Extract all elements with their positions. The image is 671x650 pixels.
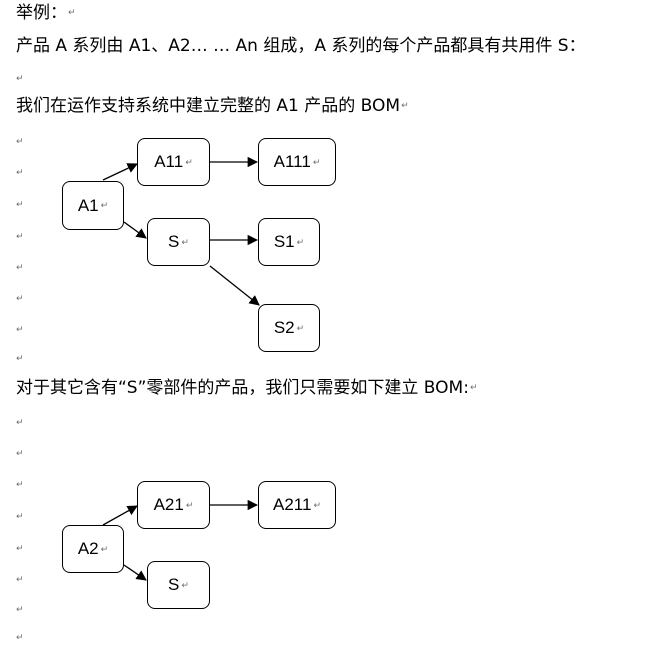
bom-a1-description: 我们在运作支持系统中建立完整的 A1 产品的 BOM↵	[16, 96, 409, 116]
paragraph-mark-icon: ↵	[16, 74, 24, 84]
paragraph-mark-icon: ↵	[16, 325, 24, 335]
arrow-a2-to-a21	[102, 505, 138, 526]
node-a11: A11↵	[137, 138, 210, 186]
product-series-description: 产品 A 系列由 A1、A2… … An 组成，A 系列的每个产品都具有共用件 …	[16, 36, 586, 56]
node-a211: A211↵	[258, 481, 336, 529]
paragraph-mark-icon: ↵	[100, 543, 109, 554]
paragraph-mark-icon: ↵	[16, 137, 24, 147]
paragraph-mark-icon: ↵	[16, 575, 24, 585]
paragraph-mark-icon: ↵	[185, 499, 194, 510]
paragraph-mark-icon: ↵	[16, 232, 24, 242]
node-s: S↵	[147, 218, 210, 266]
paragraph-mark-icon: ↵	[296, 322, 305, 333]
arrow-a1-to-s	[123, 221, 147, 239]
node-s-shared: S↵	[147, 561, 210, 609]
paragraph-mark-icon: ↵	[16, 263, 24, 273]
node-a1: A1↵	[62, 181, 124, 230]
paragraph-mark-icon: ↵	[16, 633, 24, 643]
paragraph-mark-icon: ↵	[181, 579, 189, 590]
paragraph-mark-icon: ↵	[185, 156, 193, 167]
paragraph-mark-icon: ↵	[296, 236, 305, 247]
paragraph-mark-icon: ↵	[16, 200, 24, 210]
paragraph-mark-icon: ↵	[313, 499, 321, 510]
paragraph-mark-icon: ↵	[16, 418, 24, 428]
node-s2: S2↵	[258, 304, 320, 352]
node-s1: S1↵	[258, 218, 320, 266]
paragraph-mark-icon: ↵	[181, 236, 189, 247]
paragraph-mark-icon: ↵	[68, 8, 76, 18]
paragraph-mark-icon: ↵	[16, 480, 24, 490]
arrow-a1-to-a11	[102, 163, 138, 181]
node-a111: A111↵	[258, 138, 336, 186]
paragraph-mark-icon: ↵	[16, 449, 24, 459]
paragraph-mark-icon: ↵	[16, 544, 24, 554]
paragraph-mark-icon: ↵	[312, 156, 321, 167]
example-heading: 举例：↵	[16, 3, 76, 23]
paragraph-mark-icon: ↵	[16, 605, 24, 615]
paragraph-mark-icon: ↵	[401, 101, 409, 111]
node-a2: A2↵	[62, 525, 124, 573]
paragraph-mark-icon: ↵	[16, 512, 24, 522]
other-products-description: 对于其它含有“S”零部件的产品，我们只需要如下建立 BOM:↵	[16, 378, 478, 398]
paragraph-mark-icon: ↵	[16, 168, 24, 178]
paragraph-mark-icon: ↵	[100, 200, 109, 210]
node-a21: A21↵	[137, 481, 210, 529]
paragraph-mark-icon: ↵	[16, 294, 24, 304]
paragraph-mark-icon: ↵	[469, 383, 478, 393]
arrow-a2-to-s	[123, 564, 147, 581]
paragraph-mark-icon: ↵	[16, 354, 24, 364]
arrow-s-to-s2	[209, 265, 260, 306]
